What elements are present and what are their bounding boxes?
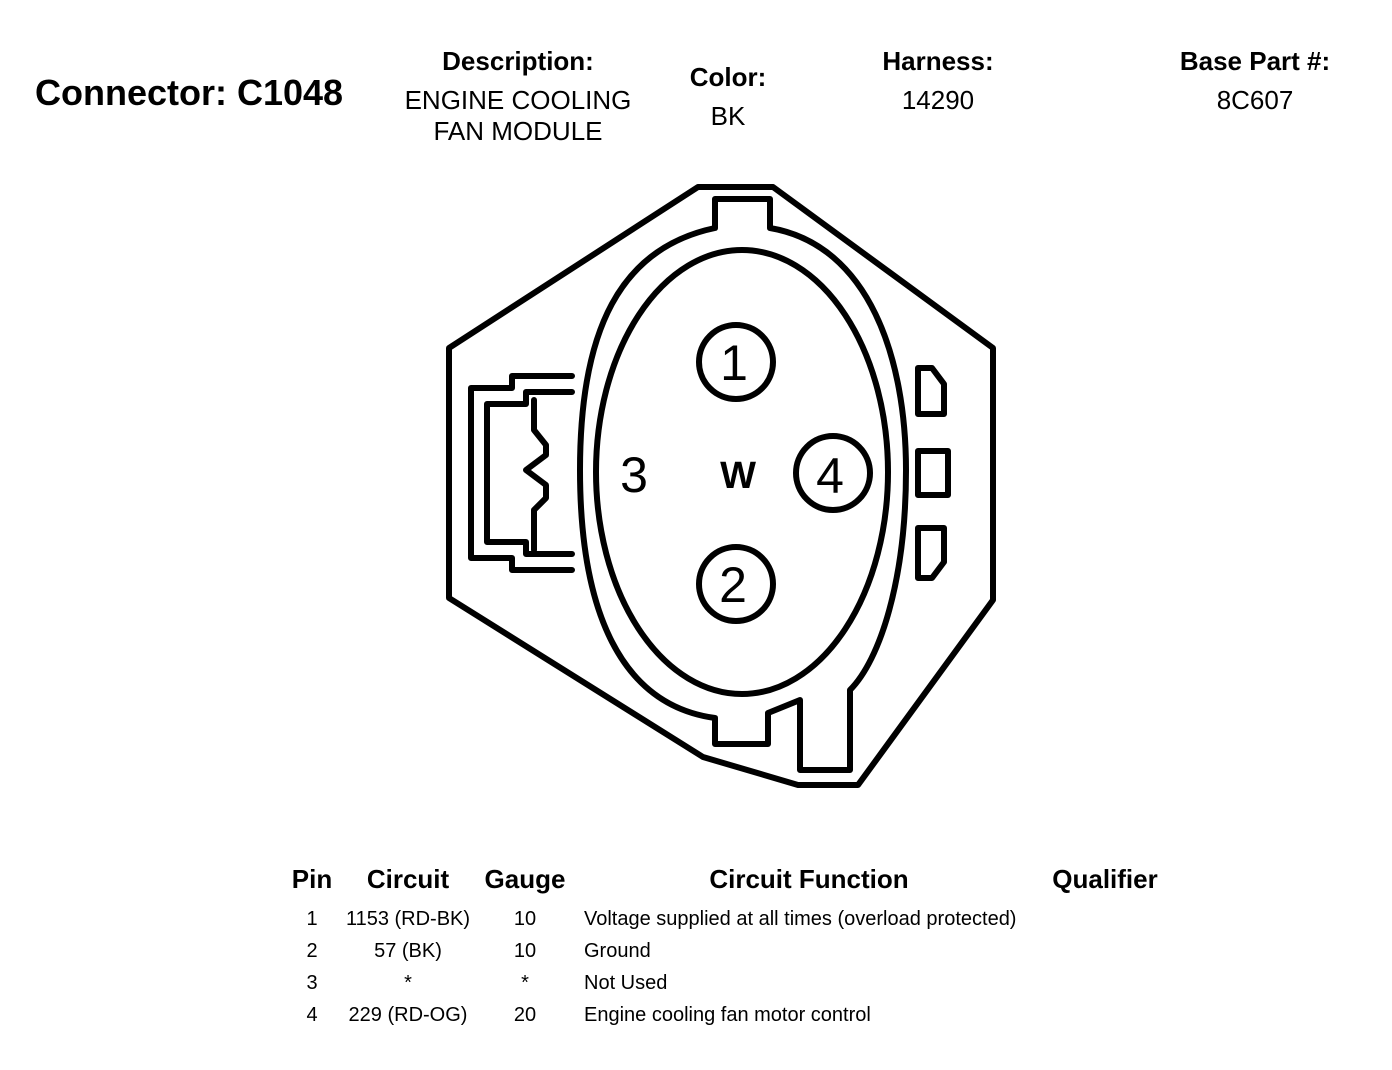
pin-4-circle (793, 433, 873, 513)
connector-seal-outline (577, 196, 909, 773)
row-pin: 2 (306, 939, 318, 962)
connector-inner-oval (593, 247, 891, 697)
table-row: 2 57 (BK) 10 Ground (280, 935, 1170, 967)
row-function: Ground (584, 939, 651, 962)
description-value: ENGINE COOLING FAN MODULE (404, 85, 632, 146)
table-row: 3 * * Not Used (280, 967, 1170, 999)
pin-1-circle (696, 322, 776, 402)
row-circuit: 229 (RD-OG) (348, 1003, 468, 1026)
base-part-label: Base Part #: (1179, 46, 1331, 76)
row-gauge: * (521, 971, 529, 994)
pin-table-header: Pin Circuit Gauge Circuit Function Quali… (280, 864, 1170, 903)
description-label: Description: (442, 46, 594, 76)
pin-4-label: 4 (816, 448, 844, 504)
pin-2-circle (696, 544, 776, 624)
connector-housing-outline (446, 184, 996, 788)
row-pin: 3 (306, 971, 318, 994)
left-latch (468, 373, 575, 573)
row-qualifier (1040, 967, 1170, 999)
table-row: 4 229 (RD-OG) 20 Engine cooling fan moto… (280, 999, 1170, 1031)
row-function: Engine cooling fan motor control (584, 1003, 871, 1026)
harness-value: 14290 (901, 85, 975, 115)
row-function: Not Used (584, 971, 668, 994)
description-block: Description: ENGINE COOLING FAN MODULE (378, 46, 658, 147)
row-circuit: * (404, 971, 412, 994)
harness-label: Harness: (882, 46, 994, 76)
row-gauge: 10 (513, 939, 537, 962)
row-gauge: 20 (513, 1003, 537, 1026)
color-value: BK (710, 101, 746, 131)
table-row: 1 1153 (RD-BK) 10 Voltage supplied at al… (280, 903, 1170, 935)
header-circuit-function: Circuit Function (709, 864, 909, 894)
pin-1-label: 1 (720, 335, 748, 391)
pin-3-label: 3 (620, 447, 648, 503)
color-block: Color: BK (658, 62, 798, 132)
row-gauge: 10 (513, 907, 537, 930)
row-qualifier (1040, 935, 1170, 967)
pin-table: Pin Circuit Gauge Circuit Function Quali… (280, 864, 1170, 1031)
left-latch-inner (484, 389, 575, 557)
row-circuit: 57 (BK) (374, 939, 442, 962)
base-part-block: Base Part #: 8C607 (1150, 46, 1360, 116)
pin-2-label: 2 (719, 557, 747, 613)
right-slot-bottom (915, 525, 947, 581)
connector-title: Connector: C1048 (35, 72, 344, 113)
color-label: Color: (689, 62, 767, 92)
base-part-value: 8C607 (1216, 85, 1294, 115)
header-gauge: Gauge (484, 864, 566, 894)
left-latch-teeth (523, 397, 549, 553)
harness-block: Harness: 14290 (838, 46, 1038, 116)
row-circuit: 1153 (RD-BK) (345, 907, 471, 930)
row-qualifier (1040, 999, 1170, 1031)
row-pin: 1 (306, 907, 318, 930)
center-w-mark: W (720, 455, 756, 497)
header-qualifier: Qualifier (1052, 864, 1158, 894)
right-slot-middle (915, 448, 951, 498)
connector-face-diagram: 1 2 3 4 W (446, 184, 996, 788)
header-pin: Pin (291, 864, 333, 894)
header-circuit: Circuit (366, 864, 450, 894)
row-pin: 4 (306, 1003, 318, 1026)
right-slot-top (915, 365, 947, 417)
row-qualifier (1040, 903, 1170, 935)
row-function: Voltage supplied at all times (overload … (584, 907, 1017, 930)
